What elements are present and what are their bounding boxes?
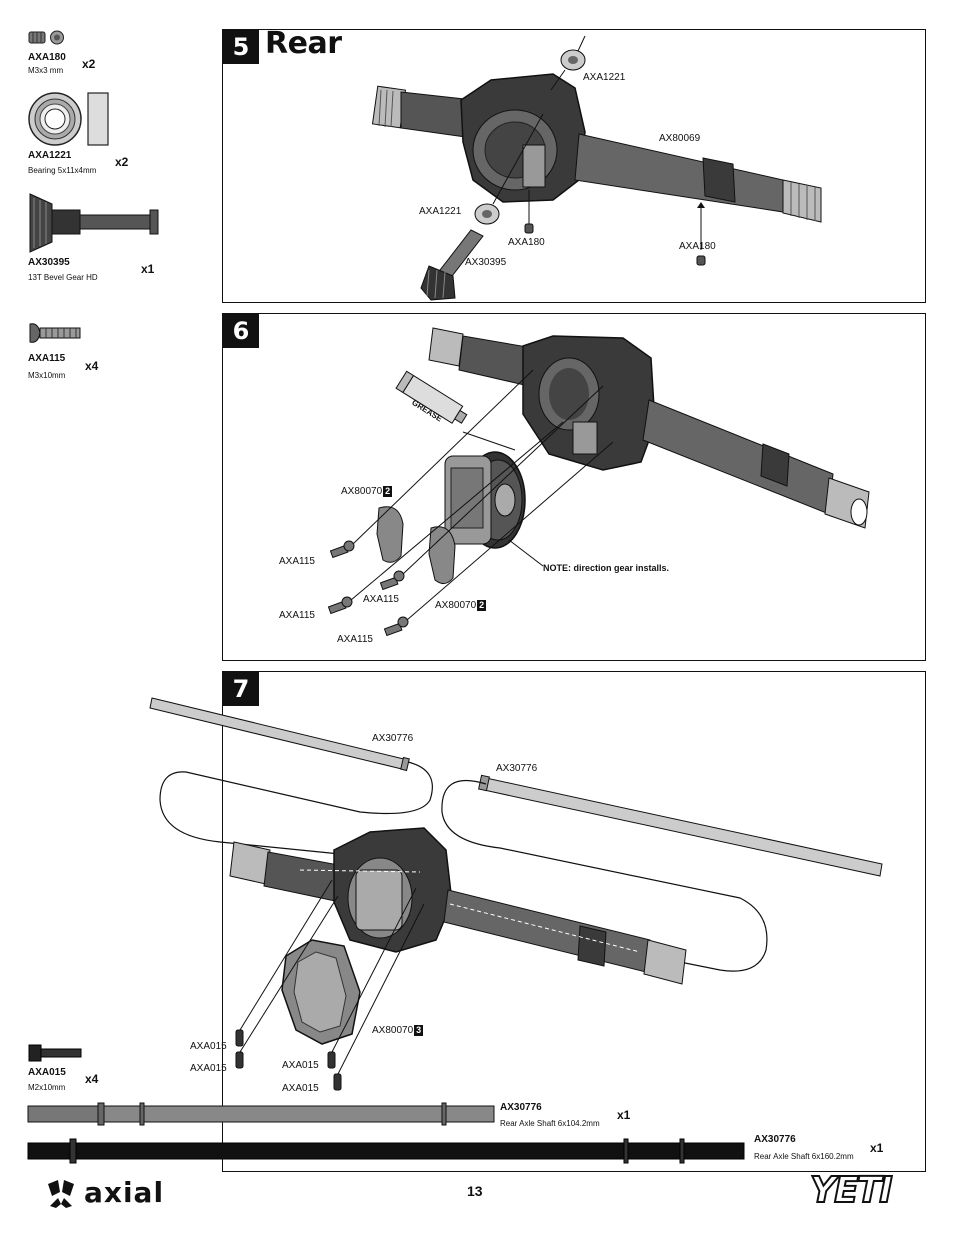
- part-desc: M3x10mm: [28, 371, 66, 380]
- part-label: AXA1221: [419, 206, 462, 217]
- part-qty: x1: [141, 262, 155, 276]
- yeti-logo: YETI: [809, 1169, 894, 1212]
- part-label: AXA180: [508, 237, 545, 248]
- step-title: Rear: [265, 26, 342, 61]
- part-label: AXA015: [282, 1060, 319, 1071]
- step-number: 7: [223, 672, 259, 706]
- part-qty: x2: [82, 57, 96, 71]
- part-label: AXA015: [190, 1063, 227, 1074]
- part-code: AX30776: [500, 1102, 542, 1113]
- part-code-text: AX80070: [341, 486, 383, 497]
- part-label: AX30776: [372, 733, 414, 744]
- part-code: AXA180: [28, 52, 66, 63]
- part-qty: x2: [115, 155, 129, 169]
- set-screw-icon: [28, 30, 64, 45]
- step-tag: 2: [383, 486, 393, 497]
- part-label: AXA1221: [583, 72, 626, 83]
- part-label: AX30776: [496, 763, 538, 774]
- part-code: AXA115: [28, 353, 66, 364]
- part-code-text: AX80070: [435, 600, 477, 611]
- part-label: AXA015: [190, 1041, 227, 1052]
- part-code: AX30776: [754, 1134, 796, 1145]
- part-qty: x1: [617, 1108, 631, 1122]
- part-desc: M3x3 mm: [28, 66, 64, 75]
- part-qty: x1: [870, 1141, 884, 1155]
- differential-install-illustration: [327, 327, 870, 637]
- part-desc: M2x10mm: [28, 1083, 66, 1092]
- part-code: AX30395: [28, 257, 70, 268]
- part-code-text: AX80070: [372, 1025, 414, 1036]
- step-tag: 3: [414, 1025, 424, 1036]
- direction-note: NOTE: direction gear installs.: [543, 563, 670, 573]
- step-6-panel: 6: [222, 313, 926, 661]
- part-desc: Bearing 5x11x4mm: [28, 166, 97, 175]
- bevel-gear-icon: [29, 193, 159, 253]
- part-label: AX30395: [465, 257, 507, 268]
- part-label: AXA115: [337, 634, 373, 645]
- part-label: AX80069: [659, 133, 701, 144]
- bearing-icon: [28, 92, 109, 146]
- rear-axle-housing-illustration: [371, 35, 822, 301]
- part-code: AXA1221: [28, 150, 72, 161]
- page-number: 13: [467, 1183, 483, 1199]
- axial-wordmark: axial: [84, 1176, 165, 1209]
- part-qty: x4: [85, 1072, 99, 1086]
- step-number: 6: [223, 314, 259, 348]
- part-label: AXA115: [279, 610, 315, 621]
- part-desc: 13T Bevel Gear HD: [28, 273, 98, 282]
- button-head-screw-icon: [29, 323, 81, 343]
- part-code: AXA015: [28, 1067, 66, 1078]
- step-7-bottom-rule: [222, 1171, 926, 1172]
- part-label: AXA180: [679, 241, 716, 252]
- part-desc: Rear Axle Shaft 6x160.2mm: [754, 1152, 854, 1161]
- part-label: AXA015: [282, 1083, 319, 1094]
- cap-screw-icon: [28, 1044, 82, 1062]
- part-desc: Rear Axle Shaft 6x104.2mm: [500, 1119, 600, 1128]
- step-number: 5: [223, 30, 259, 64]
- axial-emblem-icon: [48, 1180, 74, 1208]
- part-qty: x4: [85, 359, 99, 373]
- step-5-panel: 5 Rear AXA122: [222, 26, 926, 303]
- step-tag: 2: [477, 600, 487, 611]
- part-label: AXA115: [363, 594, 399, 605]
- part-label: AXA115: [279, 556, 315, 567]
